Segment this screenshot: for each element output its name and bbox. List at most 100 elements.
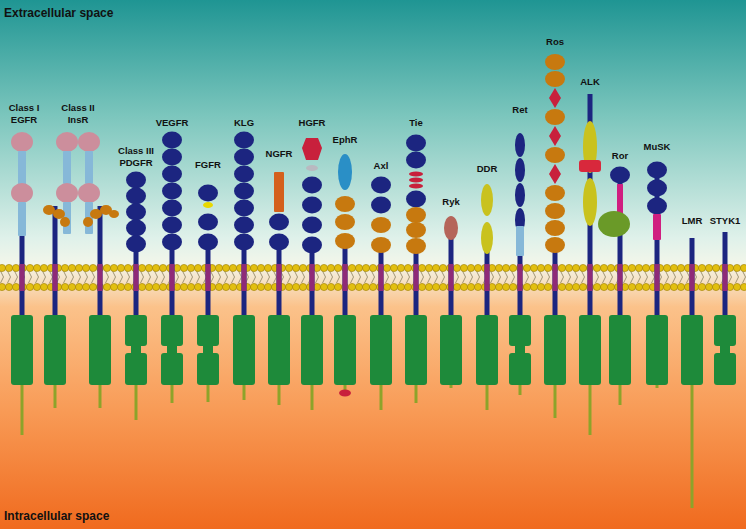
lipid-head [292, 264, 299, 271]
extracellular-domain [516, 226, 524, 256]
lipid-head [705, 264, 712, 271]
kinase-domain [334, 315, 356, 385]
kinase-insert [515, 344, 525, 355]
lipid-head [40, 283, 47, 290]
lipid-head [397, 264, 404, 271]
lipid-head [670, 283, 677, 290]
lipid-head [467, 283, 474, 290]
lipid-head [530, 264, 537, 271]
lipid-head [320, 264, 327, 271]
lipid-head [740, 264, 746, 271]
c-terminal-tail [554, 380, 557, 418]
lipid-head [558, 283, 565, 290]
lipid-head [362, 264, 369, 271]
extracellular-domain [269, 214, 289, 231]
kinase-domain [268, 315, 290, 385]
lipid-tail [512, 277, 515, 283]
receptor-family-label: MuSK [644, 141, 671, 153]
extracellular-domain [371, 197, 391, 214]
lipid-tail [582, 277, 585, 283]
lipid-head [383, 264, 390, 271]
lipid-tail [428, 277, 431, 283]
extracellular-domain [162, 200, 182, 217]
lipid-tail [295, 277, 298, 283]
lipid-tail [225, 277, 228, 283]
receptor-stalk [170, 244, 175, 318]
extracellular-domain [302, 217, 322, 234]
lipid-tail [463, 277, 466, 283]
kinase-domain [44, 315, 66, 385]
lipid-head [110, 264, 117, 271]
lipid-head [250, 264, 257, 271]
lipid-tail [365, 277, 368, 283]
lipid-head [453, 264, 460, 271]
lipid-tail [148, 277, 151, 283]
transmembrane-segment [518, 264, 523, 291]
extracellular-domain [545, 220, 565, 236]
transmembrane-segment [553, 264, 558, 291]
extracellular-domain [545, 203, 565, 219]
extracellular-domain [126, 172, 146, 189]
kinase-domain [125, 353, 147, 385]
receptor-family-label: KLG [234, 117, 254, 129]
lipid-head [397, 283, 404, 290]
receptor-stalk [379, 245, 384, 318]
lipid-tail [407, 277, 410, 283]
lipid-head [12, 283, 19, 290]
lipid-head [600, 264, 607, 271]
lipid-head [348, 264, 355, 271]
lipid-head [418, 264, 425, 271]
lipid-tail [190, 277, 193, 283]
lipid-tail [624, 277, 627, 283]
extracellular-domain [647, 198, 667, 215]
lipid-head [474, 264, 481, 271]
lipid-head [194, 264, 201, 271]
receptor-stalk [20, 236, 25, 318]
lipid-tail [358, 277, 361, 283]
lipid-head [523, 264, 530, 271]
kinase-domain [681, 315, 703, 385]
transmembrane-segment [20, 264, 25, 291]
lipid-head [712, 264, 719, 271]
kinase-domain [714, 353, 736, 385]
lipid-head [187, 283, 194, 290]
lipid-tail [526, 277, 529, 283]
extracellular-domain [126, 204, 146, 221]
lipid-tail [736, 277, 739, 283]
transmembrane-segment [206, 264, 211, 291]
lipid-head [124, 283, 131, 290]
lipid-head [68, 264, 75, 271]
lipid-head [565, 264, 572, 271]
extracellular-domain [18, 151, 26, 185]
lipid-head [285, 283, 292, 290]
lipid-tail [155, 277, 158, 283]
lipid-head [740, 283, 746, 290]
receptor-stalk [98, 206, 103, 318]
lipid-head [285, 264, 292, 271]
extracellular-domain [371, 237, 391, 253]
lipid-tail [708, 277, 711, 283]
extracellular-domain [406, 191, 426, 208]
lipid-tail [106, 277, 109, 283]
extracellular-domain [274, 172, 284, 212]
extracellular-domain [481, 222, 493, 254]
lipid-tail [218, 277, 221, 283]
lipid-head [117, 264, 124, 271]
lipid-tail [400, 277, 403, 283]
lipid-tail [50, 277, 53, 283]
lipid-head [355, 264, 362, 271]
kinase-domain [476, 315, 498, 385]
kinase-domain [579, 315, 601, 385]
extracellular-domain [162, 149, 182, 166]
extracellular-domain [203, 202, 213, 208]
receptor-stalk [449, 228, 454, 318]
extracellular-domain [78, 132, 100, 152]
lipid-head [292, 283, 299, 290]
lipid-tail [36, 277, 39, 283]
transmembrane-segment [723, 264, 728, 291]
lipid-head [327, 283, 334, 290]
lipid-head [663, 283, 670, 290]
lipid-tail [120, 277, 123, 283]
lipid-head [404, 264, 411, 271]
kinase-domain [609, 315, 631, 385]
